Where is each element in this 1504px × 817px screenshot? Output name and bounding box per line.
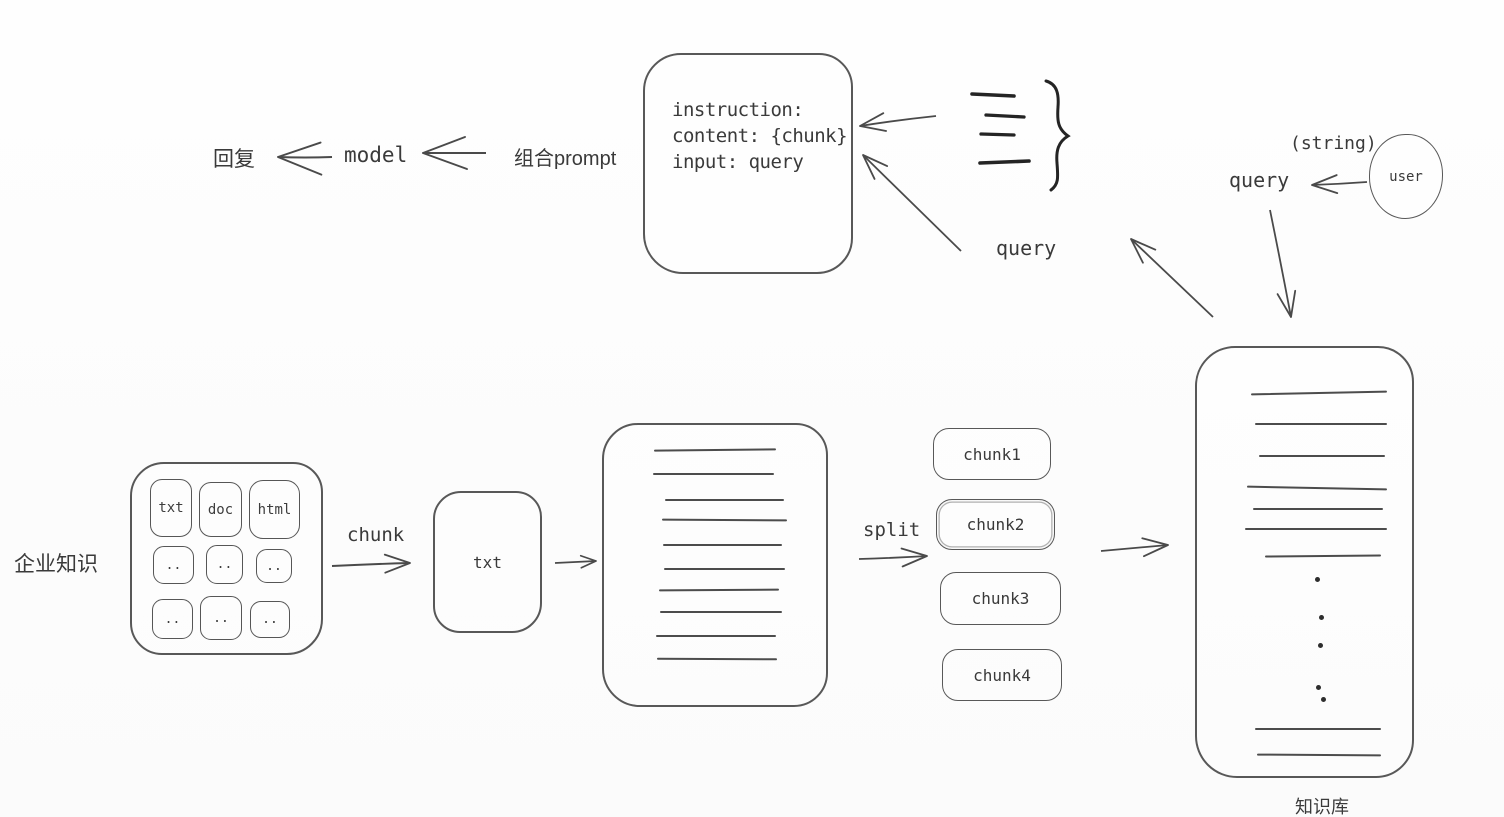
arrow-chunks-to-knowledge-base [1100, 537, 1169, 558]
grid-cell-txt: txt [150, 479, 192, 537]
grid-cell-txt-label: txt [158, 500, 184, 516]
reply-label: 回复 [213, 148, 255, 171]
prompt-line-instruction: instruction: [672, 99, 804, 121]
enterprise-knowledge-label: 企业知识 [14, 553, 98, 576]
kb-line [1250, 390, 1388, 396]
txt-box-label: txt [473, 552, 502, 572]
document-line [663, 544, 782, 546]
txt-box: txt [433, 491, 542, 633]
document-line [653, 448, 777, 452]
document-line [656, 635, 776, 637]
grid-cell-dots: .. [206, 545, 243, 584]
prompt-box: instruction: content: {chunk} input: que… [643, 53, 853, 274]
chunk4-box: chunk4 [942, 649, 1062, 701]
grid-dots-label: .. [266, 558, 282, 574]
split-label: split [863, 519, 921, 541]
chunk2-label: chunk2 [966, 515, 1025, 534]
grid-cell-doc: doc [199, 482, 242, 537]
kb-line [1255, 728, 1381, 730]
string-type-label: (string) [1290, 133, 1377, 154]
arrow-query-to-prompt [862, 154, 962, 252]
document-grid: txt doc html .. .. .. .. .. .. [130, 462, 323, 655]
grid-cell-dots: .. [256, 549, 292, 583]
model-label: model [344, 143, 408, 167]
arrow-txt-to-document [554, 554, 597, 569]
grid-cell-dots: .. [250, 601, 290, 638]
arrow-grid-to-txt [331, 553, 411, 574]
document-box [602, 423, 828, 707]
grid-dots-label: .. [262, 612, 278, 627]
document-line [661, 518, 788, 522]
kb-line [1255, 423, 1387, 425]
chunk-arrow-label: chunk [347, 524, 405, 546]
grid-cell-dots: .. [153, 546, 194, 584]
knowledge-base-label: 知识库 [1295, 797, 1349, 817]
chunk2-box: chunk2 [936, 499, 1055, 550]
kb-dot [1319, 615, 1324, 620]
kb-line [1259, 455, 1385, 457]
arrow-split-to-chunks [858, 547, 928, 568]
knowledge-base-box [1195, 346, 1414, 778]
chunk1-box: chunk1 [933, 428, 1051, 480]
document-line [665, 499, 784, 501]
user-circle: user [1369, 134, 1443, 219]
kb-dot [1321, 697, 1326, 702]
grid-dots-label: .. [164, 611, 181, 627]
arrow-query-to-knowledge-base [1269, 209, 1297, 318]
grid-dots-label: .. [216, 557, 233, 572]
document-line [664, 568, 785, 570]
prompt-line-content: content: {chunk} [672, 125, 848, 147]
grid-cell-html: html [249, 480, 300, 539]
user-label: user [1389, 168, 1423, 185]
document-line [656, 657, 778, 661]
grid-cell-html-label: html [257, 501, 292, 518]
kb-line [1256, 753, 1382, 757]
prompt-line-input: input: query [672, 151, 804, 173]
chunk1-label: chunk1 [963, 444, 1021, 464]
grid-cell-dots: .. [152, 599, 193, 639]
kb-line [1246, 485, 1388, 491]
retrieval-query-label: query [996, 236, 1057, 260]
arrow-model-to-reply [277, 141, 333, 176]
grid-dots-label: .. [165, 557, 182, 573]
grid-dots-label: .. [213, 610, 229, 626]
chunk3-label: chunk3 [971, 589, 1030, 608]
grid-cell-dots: .. [200, 596, 242, 640]
kb-dot [1318, 643, 1323, 648]
kb-line [1253, 508, 1383, 510]
kb-dot [1315, 577, 1320, 582]
kb-line [1264, 554, 1382, 558]
arrow-knowledge-base-to-retrieved-chunks [1130, 238, 1214, 318]
kb-dot [1316, 685, 1321, 690]
brace-icon [1044, 79, 1071, 192]
retrieved-chunks-icon [970, 79, 1071, 192]
document-line [660, 611, 782, 613]
arrow-user-to-query [1311, 174, 1368, 195]
grid-cell-doc-label: doc [207, 501, 234, 518]
combine-prompt-label: 组合prompt [514, 148, 617, 170]
arrow-retrieved-chunks-to-prompt [859, 112, 937, 132]
kb-line [1245, 528, 1387, 530]
document-line [658, 588, 780, 592]
chunk3-box: chunk3 [940, 572, 1061, 625]
user-query-label: query [1229, 168, 1290, 192]
document-line [653, 473, 774, 475]
chunk4-label: chunk4 [973, 665, 1031, 685]
